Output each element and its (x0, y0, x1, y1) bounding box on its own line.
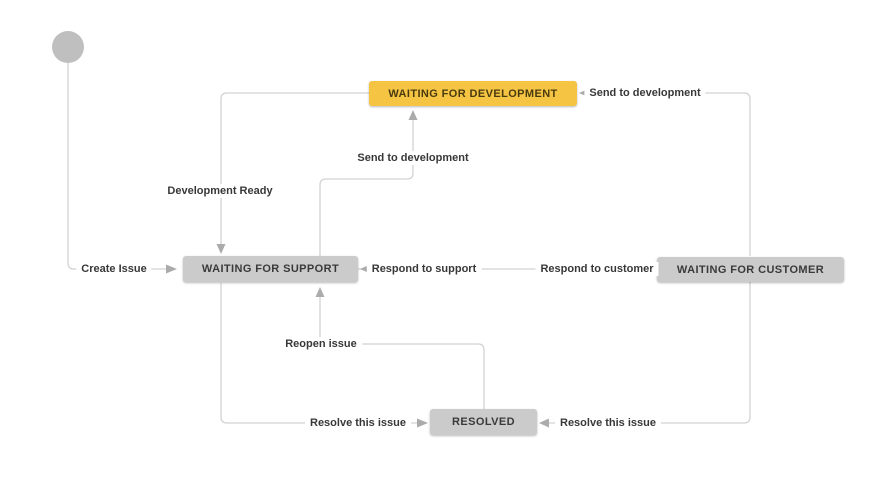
transition-label-respond-to-support[interactable]: Respond to support (366, 262, 482, 276)
arrowhead-down-icon (216, 244, 226, 254)
transition-label-resolve-this-issue-left[interactable]: Resolve this issue (305, 416, 411, 430)
connector-development-ready (220, 92, 369, 245)
transition-label-send-to-development-right[interactable]: Send to development (584, 86, 706, 100)
transition-label-create-issue[interactable]: Create Issue (76, 262, 152, 276)
transition-label-resolve-this-issue-right[interactable]: Resolve this issue (555, 416, 661, 430)
transition-label-development-ready[interactable]: Development Ready (162, 184, 278, 198)
arrowhead-up-icon (408, 110, 418, 120)
connector-create-issue (67, 63, 166, 270)
transition-label-send-to-development-mid[interactable]: Send to development (352, 151, 474, 165)
transition-label-respond-to-customer[interactable]: Respond to customer (535, 262, 659, 276)
connector-resolve-right (549, 281, 751, 424)
node-waiting-for-development[interactable]: WAITING FOR DEVELOPMENT (369, 81, 577, 106)
arrowhead-up-icon (315, 287, 325, 297)
transition-label-reopen-issue[interactable]: Reopen issue (280, 337, 362, 351)
connector-send-to-development-right (589, 92, 751, 256)
arrowhead-left-icon (539, 418, 549, 428)
arrowhead-right-icon (417, 418, 428, 428)
connector-send-to-development-mid (319, 119, 414, 256)
connector-reopen-issue (319, 296, 485, 409)
node-waiting-for-support[interactable]: WAITING FOR SUPPORT (183, 256, 358, 282)
node-resolved[interactable]: RESOLVED (430, 409, 537, 435)
connector-resolve-left (220, 283, 417, 424)
start-node (52, 31, 84, 63)
node-waiting-for-customer[interactable]: WAITING FOR CUSTOMER (657, 257, 844, 282)
arrowhead-right-icon (166, 264, 177, 274)
